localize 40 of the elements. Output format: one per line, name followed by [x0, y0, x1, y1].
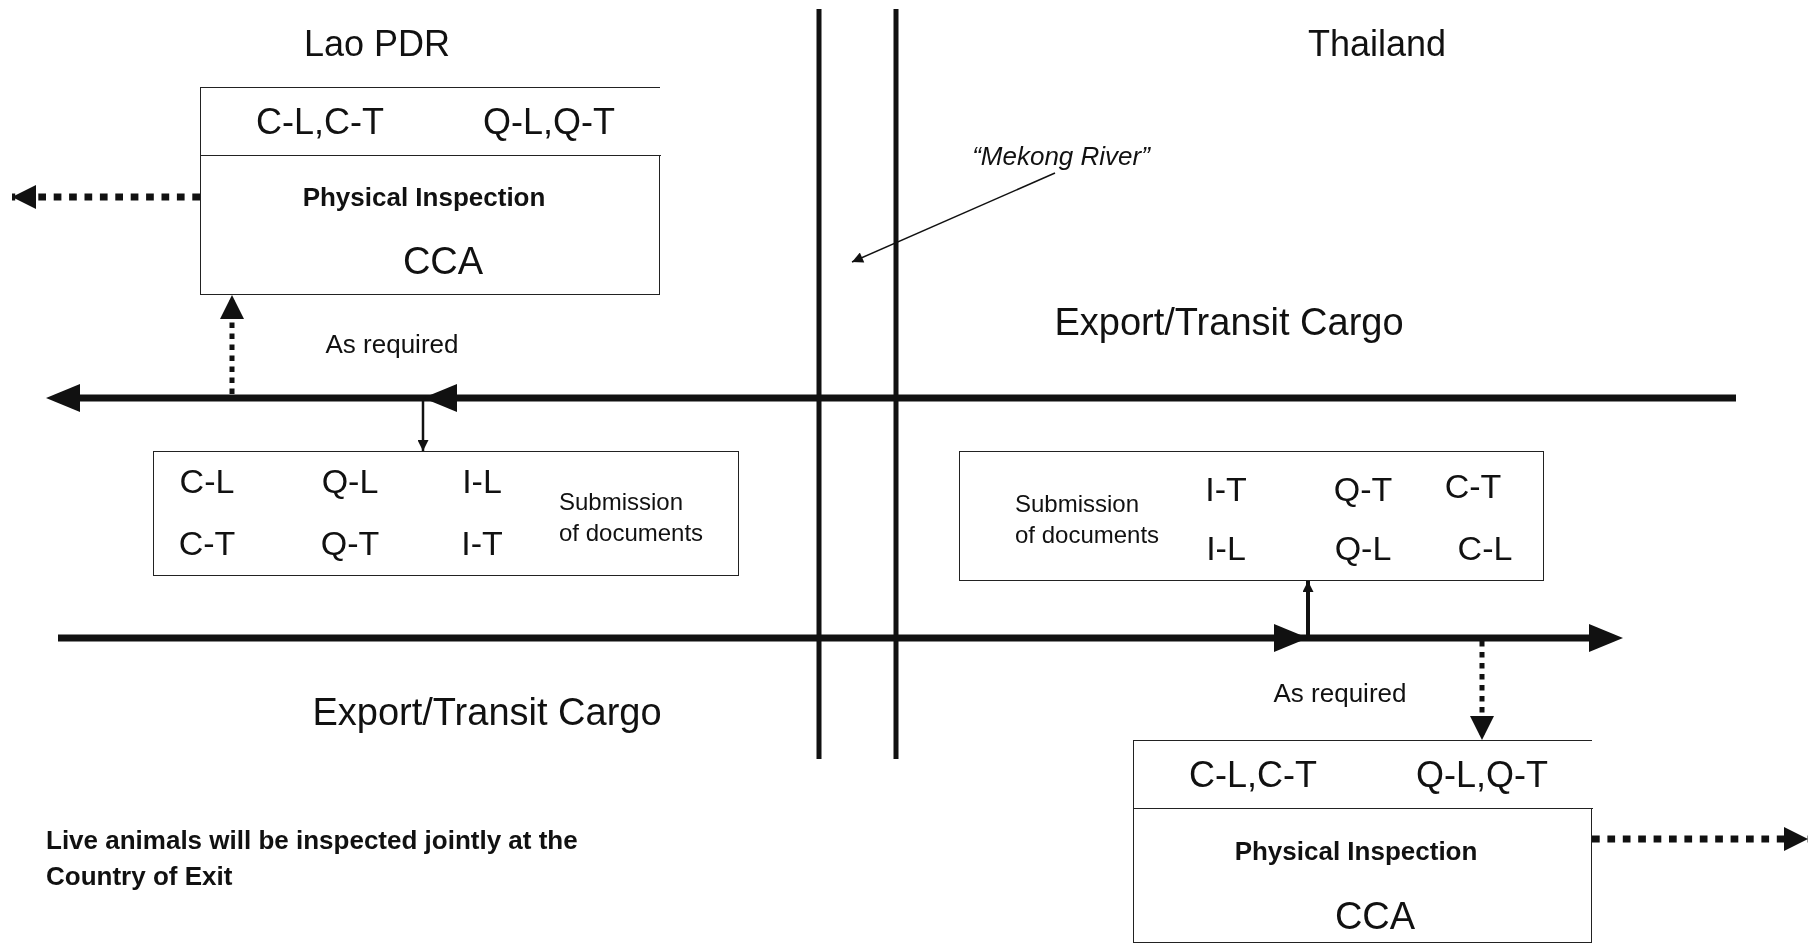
document-code: I-L — [462, 462, 502, 502]
arrow — [1470, 641, 1494, 740]
document-code: Q-L — [321, 462, 379, 502]
submission-note: Submission of documents — [1015, 489, 1161, 550]
agency-label: CCA — [402, 240, 484, 284]
arrow — [1592, 827, 1808, 851]
inspection-heading: Physical Inspection — [1234, 837, 1478, 867]
flow-label: Export/Transit Cargo — [1054, 300, 1404, 344]
country-label: Thailand — [1307, 23, 1447, 65]
document-code: I-L — [1206, 529, 1246, 569]
agency-label: CCA — [1334, 895, 1416, 939]
flow-label: Export/Transit Cargo — [312, 690, 662, 734]
river-note: “Mekong River” — [972, 142, 1150, 172]
document-code: C-L — [179, 462, 235, 502]
document-code: Q-T — [1333, 470, 1393, 510]
document-code: C-T — [1444, 467, 1502, 507]
document-code: Q-L,Q-T — [1416, 754, 1548, 796]
arrow — [1302, 581, 1314, 635]
condition-note: As required — [325, 328, 459, 360]
document-code: I-T — [461, 524, 503, 564]
inspection-box — [1133, 740, 1592, 943]
document-code: C-L,C-T — [1189, 754, 1317, 796]
submission-note: Submission of documents — [559, 487, 705, 548]
arrow — [220, 295, 244, 394]
document-code: Q-L,Q-T — [483, 101, 615, 143]
condition-note: As required — [1273, 677, 1407, 709]
country-label: Lao PDR — [303, 23, 451, 65]
document-code: C-L,C-T — [256, 101, 384, 143]
document-code: I-T — [1205, 470, 1247, 510]
document-box — [959, 451, 1544, 581]
document-code: Q-L — [1334, 529, 1392, 569]
document-code: C-T — [178, 524, 236, 564]
footnote: Live animals will be inspected jointly at the Country of Exit — [46, 824, 579, 894]
arrow — [417, 401, 429, 451]
document-code: C-L — [1457, 529, 1513, 569]
document-box — [153, 451, 739, 576]
leader-line — [851, 172, 1056, 263]
inspection-heading: Physical Inspection — [302, 183, 546, 213]
document-code: Q-T — [320, 524, 380, 564]
inspection-box — [200, 87, 660, 295]
